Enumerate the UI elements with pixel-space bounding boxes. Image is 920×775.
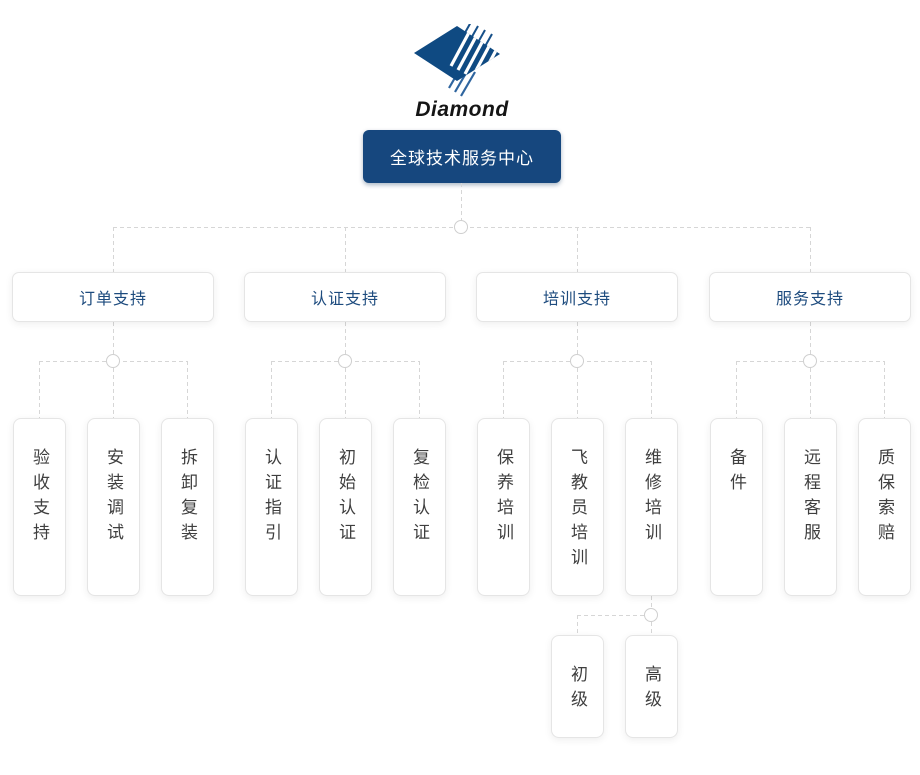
junction-dot [106,354,120,368]
connector-line [810,361,811,418]
diamond-logo-icon [414,24,500,97]
leaf-node-remote-service: 远程客服 [784,418,837,596]
connector-line [345,361,346,418]
leaf-node-initial-certification: 初始认证 [319,418,372,596]
connector-line [345,227,346,272]
brand-wordmark: Diamond [415,98,509,121]
connector-line [503,361,504,418]
leaf-node-acceptance-support: 验收支持 [13,418,66,596]
branch-node-training-support: 培训支持 [476,272,678,322]
brand-logo: Diamond [362,24,562,122]
leaf-node-senior-level: 高级 [625,635,678,738]
leaf-node-repair-training: 维修培训 [625,418,678,596]
connector-line [651,596,652,609]
root-node-global-service-center: 全球技术服务中心 [363,130,561,183]
leaf-node-recheck-certification: 复检认证 [393,418,446,596]
branch-node-certification-support: 认证支持 [244,272,446,322]
connector-line [187,361,188,418]
junction-dot [454,220,468,234]
connector-line [577,361,578,418]
connector-line [651,615,652,635]
connector-line [577,227,578,272]
connector-line [345,322,346,355]
branch-node-service-support: 服务支持 [709,272,911,322]
connector-line [271,361,272,418]
connector-line [461,183,462,221]
leaf-node-maintenance-training: 保养培训 [477,418,530,596]
connector-line [577,322,578,355]
leaf-node-installation-commissioning: 安装调试 [87,418,140,596]
connector-line [736,361,737,418]
leaf-node-junior-level: 初级 [551,635,604,738]
junction-dot [803,354,817,368]
junction-dot [570,354,584,368]
connector-line [810,322,811,355]
connector-line [577,615,578,635]
connector-line [113,227,114,272]
junction-dot [338,354,352,368]
connector-line [419,361,420,418]
connector-line [810,227,811,272]
connector-line [884,361,885,418]
leaf-node-certification-guide: 认证指引 [245,418,298,596]
connector-line [113,322,114,355]
leaf-node-warranty-claims: 质保索赔 [858,418,911,596]
leaf-node-spare-parts: 备件 [710,418,763,596]
connector-line [651,361,652,418]
connector-line [577,615,652,616]
leaf-node-disassembly-reassembly: 拆卸复装 [161,418,214,596]
junction-dot [644,608,658,622]
connector-line [113,361,114,418]
connector-line [39,361,40,418]
branch-node-order-support: 订单支持 [12,272,214,322]
leaf-node-flight-instructor-training: 飞教员培训 [551,418,604,596]
